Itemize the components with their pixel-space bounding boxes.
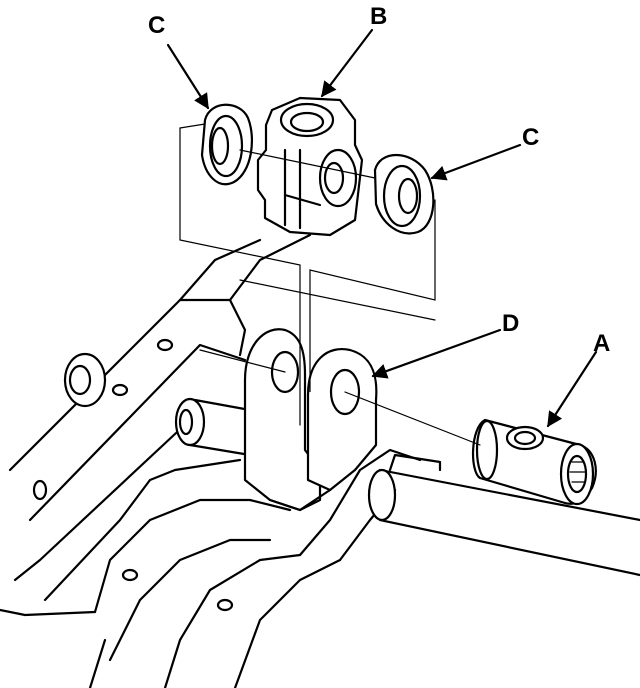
callout-label-b: B xyxy=(370,3,387,30)
assembly-guide-lines xyxy=(179,123,481,446)
callout-label-c-right: C xyxy=(522,124,539,151)
bushing-c-left xyxy=(200,103,254,186)
callout-label-a: A xyxy=(593,330,610,357)
callout-leaders xyxy=(166,28,598,428)
clevis-bracket-d xyxy=(243,328,378,512)
callout-label-d: D xyxy=(502,310,519,337)
shaft-right xyxy=(367,453,640,577)
callout-label-c-left: C xyxy=(148,12,165,39)
lower-arm-frame xyxy=(0,233,422,688)
bushing-c-right xyxy=(373,154,435,235)
center-block-b xyxy=(256,96,364,237)
cylinder-nut-a xyxy=(471,418,597,506)
